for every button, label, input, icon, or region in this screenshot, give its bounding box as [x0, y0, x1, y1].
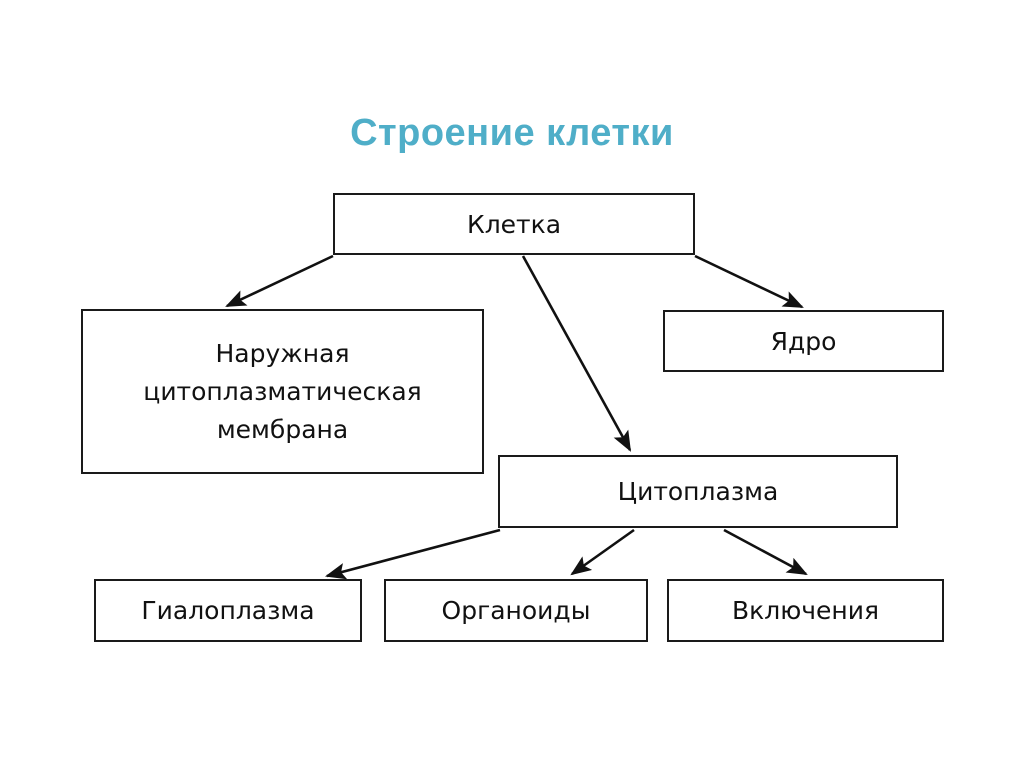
edge-cell-to-cytoplasm [521, 255, 632, 452]
node-cell-label: Клетка [466, 209, 562, 239]
node-organoids[interactable]: Органоиды [384, 579, 648, 642]
edge-cell-to-membrane [225, 254, 334, 308]
node-cytoplasm-label: Цитоплазма [617, 477, 779, 506]
node-cytoplasm[interactable]: Цитоплазма [498, 455, 898, 528]
node-inclusions[interactable]: Включения [667, 579, 944, 642]
node-cell[interactable]: Клетка [333, 193, 695, 255]
page-title: Строение клетки [350, 112, 674, 154]
node-outer-cytoplasmic-membrane[interactable]: Наружная цитоплазматическая мембрана [81, 309, 484, 474]
node-hyaloplasm[interactable]: Гиалоплазма [94, 579, 362, 642]
node-organoids-label: Органоиды [441, 596, 591, 625]
node-nucleus[interactable]: Ядро [663, 310, 944, 372]
edge-cytoplasm-to-organoids [570, 528, 635, 576]
node-hyaloplasm-label: Гиалоплазма [141, 596, 315, 625]
node-nucleus-label: Ядро [770, 326, 837, 356]
edge-cell-to-nucleus [694, 254, 804, 309]
edge-cytoplasm-to-inclusions [723, 528, 808, 576]
node-outer-cytoplasmic-membrane-label: Наружная цитоплазматическая мембрана [143, 338, 422, 444]
node-inclusions-label: Включения [731, 596, 880, 625]
edge-cytoplasm-to-hyaloplasm [324, 528, 501, 580]
